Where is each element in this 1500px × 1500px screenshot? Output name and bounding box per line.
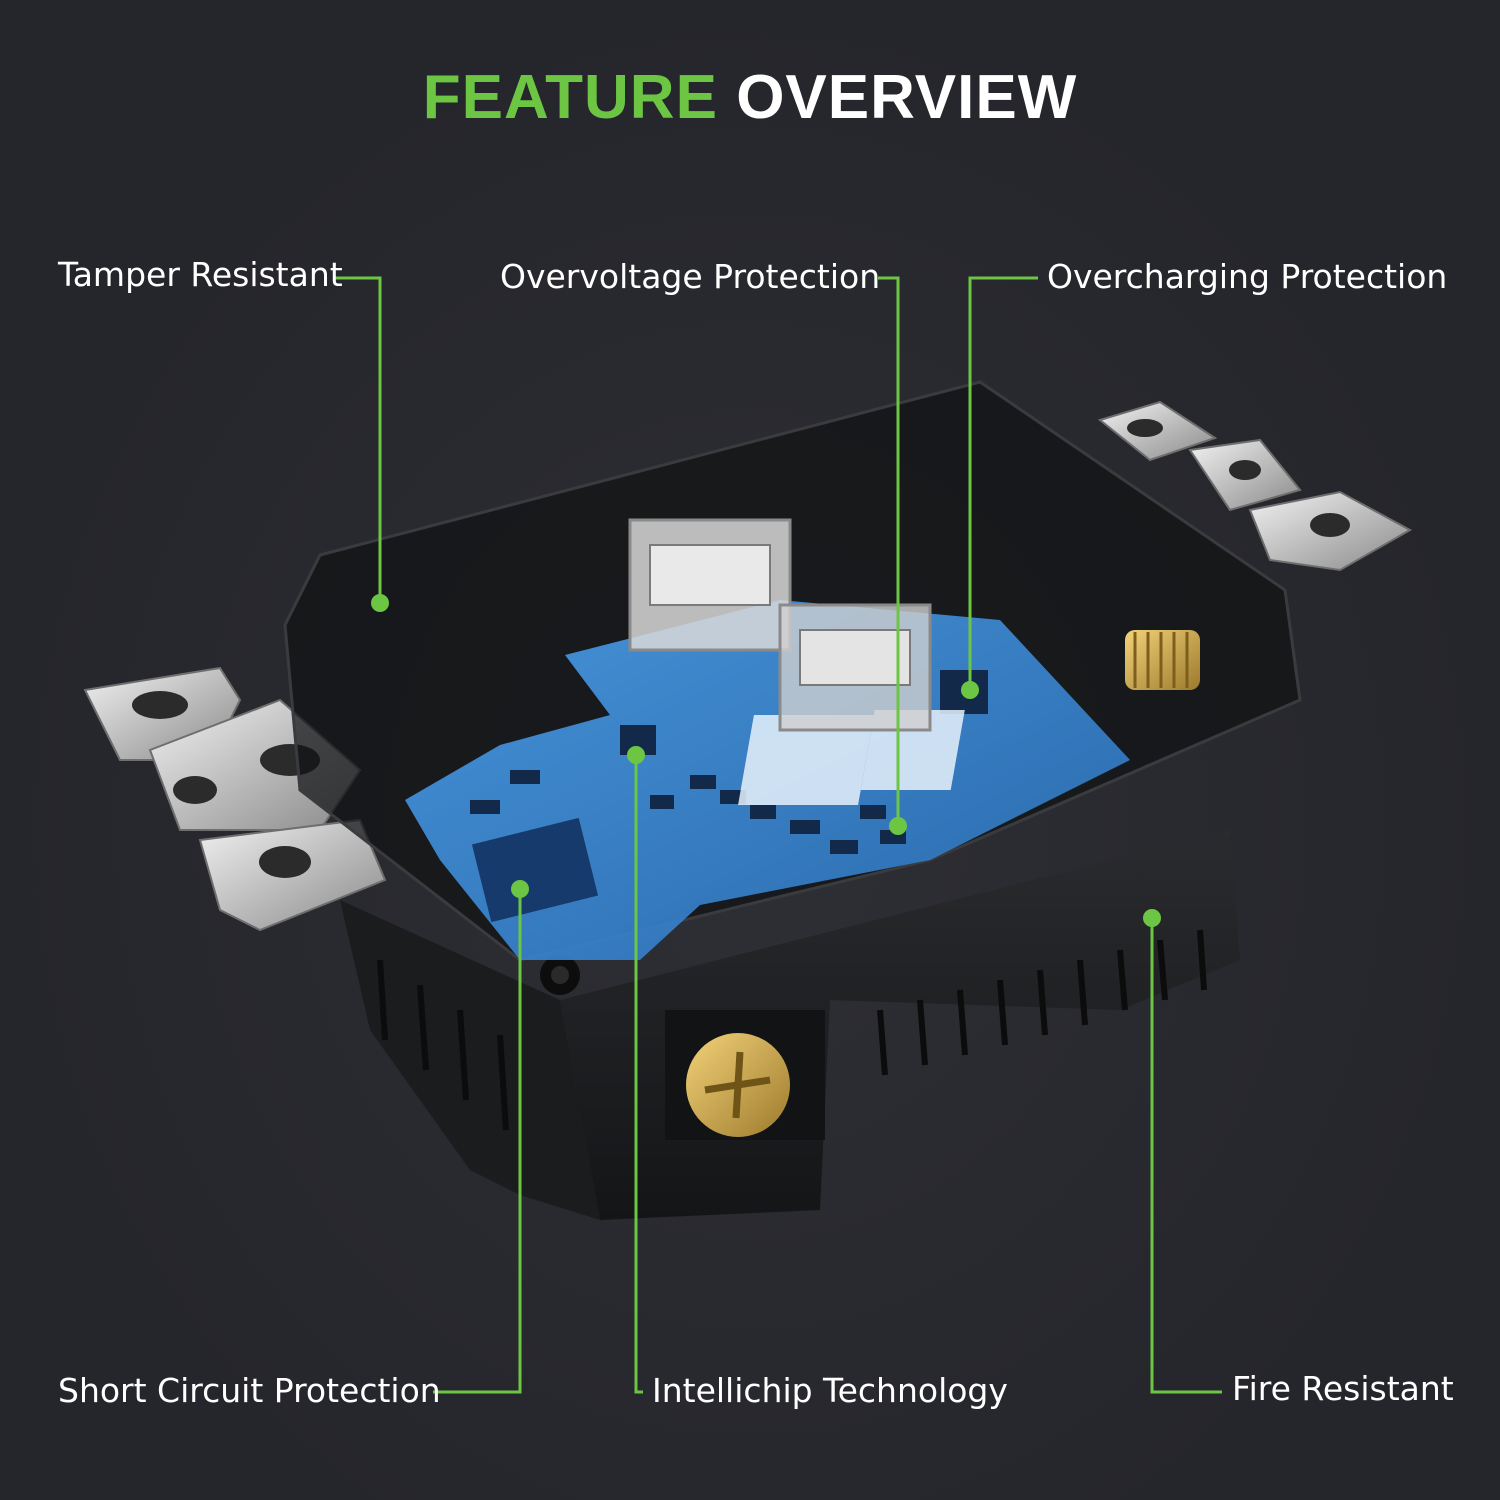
label-tamper-resistant: Tamper Resistant [58, 255, 343, 294]
line-overcharging-protection [968, 276, 1038, 690]
callout-dots [371, 594, 1161, 927]
line-tamper-resistant [335, 276, 382, 603]
page-title: FEATURE OVERVIEW [0, 62, 1500, 133]
label-overvoltage-protection: Overvoltage Protection [500, 257, 881, 296]
terminal-spring [1125, 630, 1200, 690]
line-fire-resistant [1150, 918, 1222, 1394]
dot-fire-resistant [1143, 909, 1161, 927]
label-fire-resistant: Fire Resistant [1232, 1369, 1454, 1408]
title-overview: OVERVIEW [736, 63, 1078, 132]
usb-ports [628, 518, 932, 732]
line-short-circuit-protection [433, 889, 522, 1394]
dot-tamper-resistant [371, 594, 389, 612]
callout-lines [335, 276, 1222, 1394]
label-short-circuit-protection: Short Circuit Protection [58, 1371, 441, 1410]
label-intellichip-technology: Intellichip Technology [652, 1371, 1008, 1410]
dot-intellichip-technology [627, 746, 645, 764]
housing-body [340, 830, 1240, 1220]
line-intellichip-technology [634, 755, 643, 1394]
dot-overvoltage-protection [889, 817, 907, 835]
circuit-board [405, 600, 1130, 960]
line-overvoltage-protection [878, 276, 900, 826]
title-feature: FEATURE [422, 63, 718, 132]
dot-short-circuit-protection [511, 880, 529, 898]
dot-overcharging-protection [961, 681, 979, 699]
mounting-strap-right [1097, 400, 1413, 572]
label-overcharging-protection: Overcharging Protection [1047, 257, 1448, 296]
